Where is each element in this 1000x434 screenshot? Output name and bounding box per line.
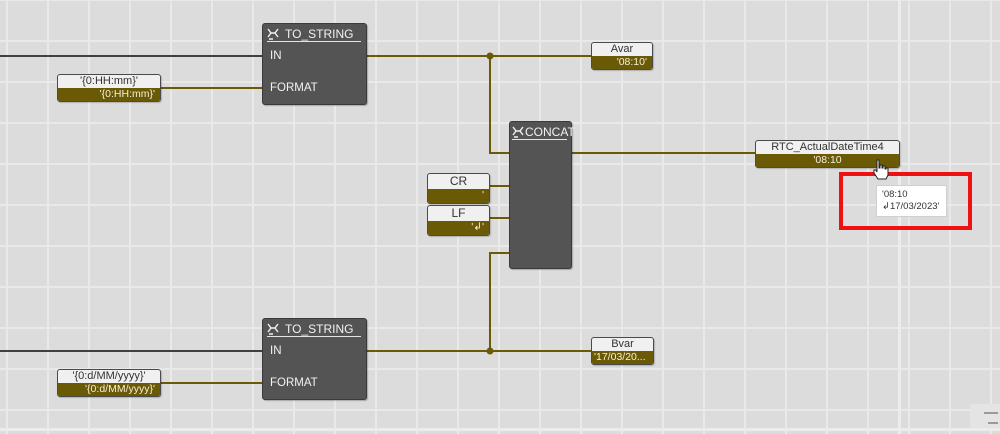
highlight-box [839,172,972,230]
minimap[interactable] [970,404,1000,428]
variable-value: '↲' [428,221,489,235]
variable-value: '{0:HH:mm}' [58,88,160,101]
pin-in[interactable]: IN [270,345,282,357]
junction-1 [486,52,494,60]
lf-constant[interactable]: LF '↲' [427,205,490,236]
variable-name: Bvar [611,338,634,350]
function-block-icon [267,323,279,335]
variable-name: '{0:d/MM/yyyy}' [72,370,146,382]
function-block-icon [267,28,279,40]
concat-block[interactable]: CONCAT [509,121,575,269]
format-time-constant[interactable]: '{0:HH:mm}' '{0:HH:mm}' [57,74,161,102]
block-title: CONCAT [525,124,575,139]
wire-to-concat-1 [489,56,509,154]
variable-name: Avar [610,43,634,55]
junction-2 [486,347,494,355]
variable-name: LF [451,206,466,220]
format-date-constant[interactable]: '{0:d/MM/yyyy}' '{0:d/MM/yyyy}' [57,369,161,397]
pin-in[interactable]: IN [270,50,282,62]
vertical-splitter[interactable] [898,0,901,434]
variable-name: CR [449,174,468,188]
to-string-block-2[interactable]: TO_STRING IN FORMAT [262,318,367,400]
pin-format[interactable]: FORMAT [270,82,318,94]
bvar-variable[interactable]: Bvar '17/03/20... [591,337,654,365]
to-string-block-1[interactable]: TO_STRING IN FORMAT [262,23,367,105]
function-block-icon [512,126,524,138]
variable-value: '{0:d/MM/yyyy}' [58,383,160,396]
variable-value: '08:10' [592,56,652,69]
variable-name: '{0:HH:mm}' [80,75,138,87]
rtc-variable[interactable]: RTC_ActualDateTime4 '08:10 [755,140,900,168]
variable-name: RTC_ActualDateTime4 [771,141,884,153]
value-tooltip: '08:10 ↲17/03/2023' [876,185,947,217]
tooltip-line-1: '08:10 [882,189,908,200]
horizontal-scrollbar[interactable] [0,428,1000,431]
wire-to-concat-4 [489,252,509,351]
block-title: TO_STRING [285,26,354,41]
cr-constant[interactable]: CR ' [427,173,490,204]
pin-format[interactable]: FORMAT [270,377,318,389]
variable-value: '17/03/20... [592,351,653,364]
hand-cursor-icon [873,159,889,180]
avar-variable[interactable]: Avar '08:10' [591,42,653,70]
variable-value: '08:10 [756,154,899,167]
variable-value: ' [428,189,489,203]
block-title: TO_STRING [285,321,354,336]
tooltip-line-2: ↲17/03/2023' [882,201,940,212]
